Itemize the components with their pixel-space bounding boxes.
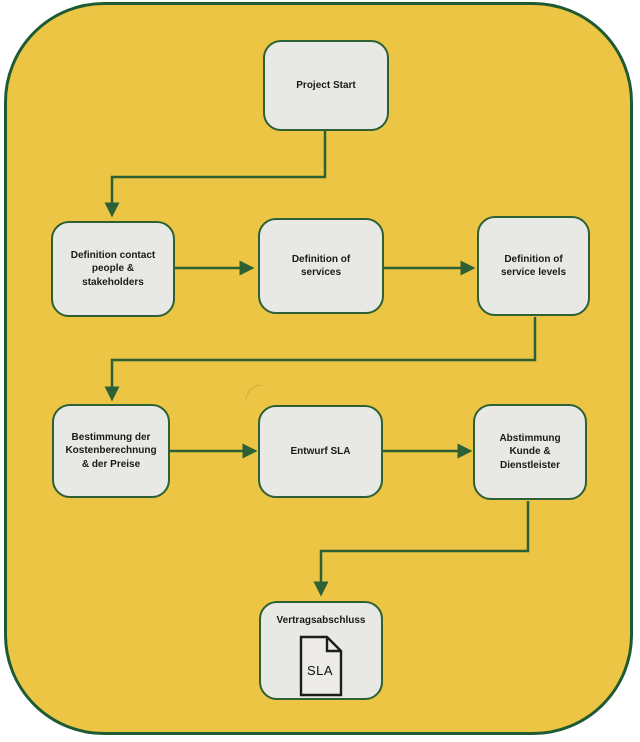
node-label: Definition contact people & stakeholders (70, 249, 156, 288)
node-entwurf-sla: Entwurf SLA (258, 405, 383, 498)
node-label: Project Start (296, 79, 356, 91)
node-bestimmung-kosten: Bestimmung der Kostenberechnung & der Pr… (52, 404, 170, 498)
node-label: Bestimmung der Kostenberechnung & der Pr… (65, 431, 157, 470)
node-definition-services: Definition of services (258, 218, 384, 314)
node-definition-service-levels: Definition of service levels (477, 216, 590, 316)
node-label: Vertragsabschluss (276, 615, 366, 626)
sla-document-icon: SLA (299, 635, 343, 696)
node-label: Definition of service levels (500, 253, 567, 279)
node-vertragsabschluss: Vertragsabschluss SLA (259, 601, 383, 700)
sla-document-label: SLA (307, 663, 333, 678)
node-label: Abstimmung Kunde & Dienstleister (499, 432, 561, 471)
node-project-start: Project Start (263, 40, 389, 131)
node-definition-contact: Definition contact people & stakeholders (51, 221, 175, 317)
node-abstimmung: Abstimmung Kunde & Dienstleister (473, 404, 587, 500)
node-label: Definition of services (291, 253, 351, 279)
node-label: Entwurf SLA (290, 445, 351, 457)
